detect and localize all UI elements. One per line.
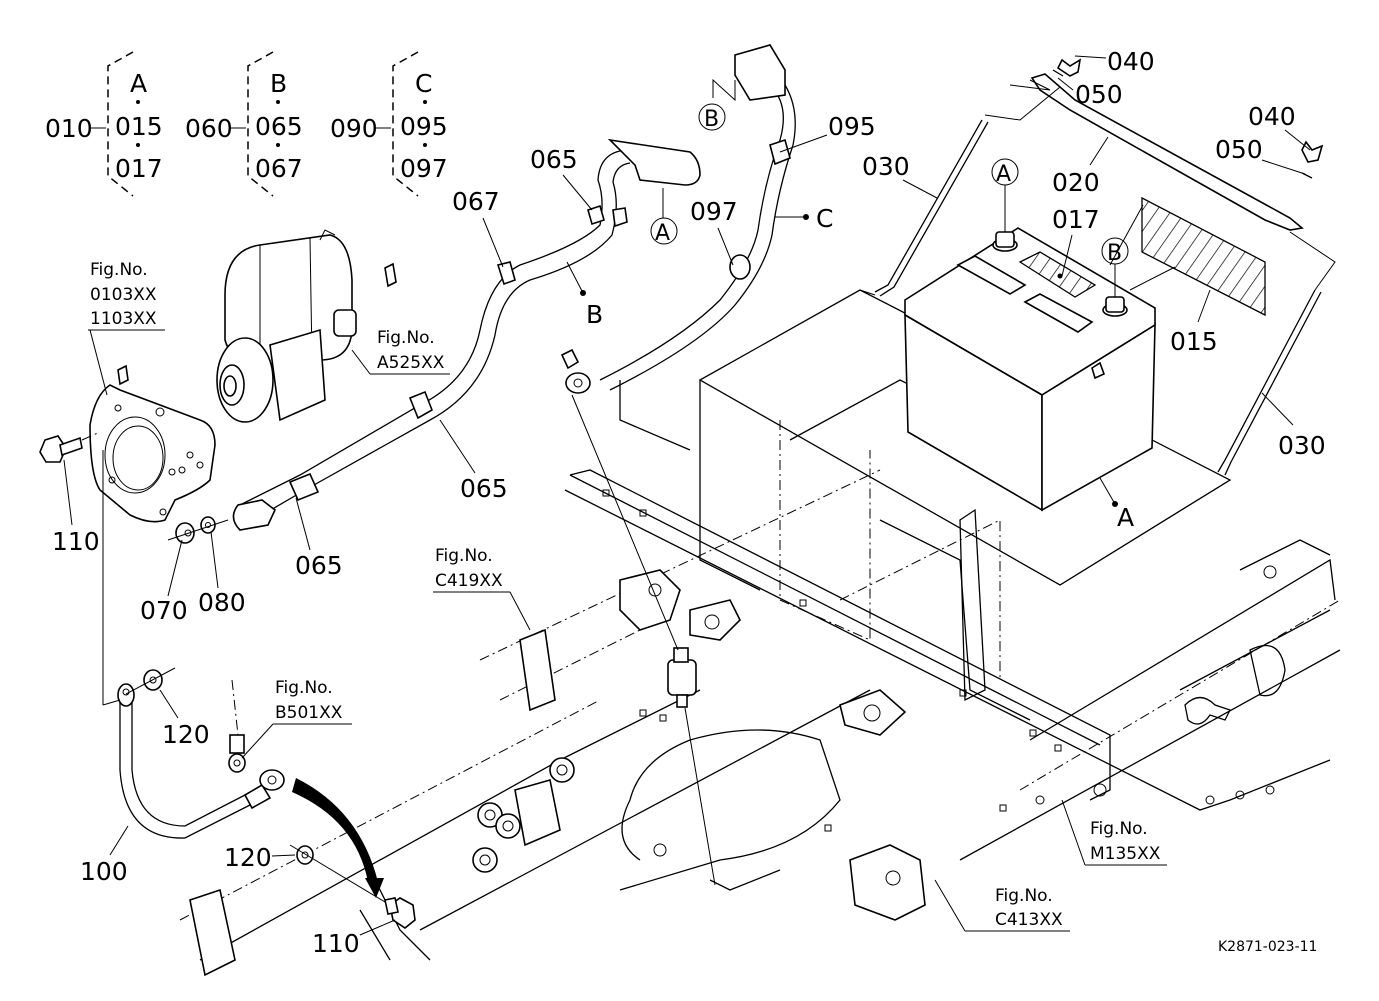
label-120-low: 120	[224, 843, 272, 872]
label-110-low: 110	[312, 929, 360, 958]
battery	[904, 227, 1156, 512]
svg-text:0103XX: 0103XX	[90, 285, 157, 305]
assembly-part: 067	[255, 154, 303, 183]
svg-text:M135XX: M135XX	[1090, 844, 1161, 864]
label-065-low: 065	[295, 551, 343, 580]
figure-references: Fig.No. 0103XX 1103XX Fig.No. A525XX Fig…	[88, 260, 1167, 932]
label-080: 080	[198, 588, 246, 617]
svg-text:Fig.No.: Fig.No.	[995, 886, 1053, 906]
letter-markers: A B B C A B A	[566, 103, 1134, 532]
svg-text:C419XX: C419XX	[435, 571, 503, 591]
label-015: 015	[1170, 327, 1218, 356]
dot-letter-c: C	[816, 204, 833, 233]
ground-cable-100	[117, 683, 285, 839]
svg-text:A525XX: A525XX	[377, 353, 445, 373]
label-017: 017	[1052, 205, 1100, 234]
battery-label-017	[1018, 251, 1097, 298]
label-095: 095	[828, 112, 876, 141]
assembly-letter: B	[270, 69, 287, 98]
bolt-110-left	[39, 435, 83, 463]
circled-letter-b-battery: B	[1107, 241, 1122, 266]
label-040-right: 040	[1248, 102, 1296, 131]
install-arrow-icon	[292, 778, 378, 882]
label-110-left: 110	[52, 527, 100, 556]
chassis-frame	[179, 289, 1341, 977]
svg-text:C413XX: C413XX	[995, 910, 1063, 930]
fuel-filter	[667, 647, 697, 708]
rod-030-left	[874, 119, 989, 297]
assembly-group-090: 090 C 095 097	[330, 51, 448, 197]
label-040-top: 040	[1107, 47, 1155, 76]
fig-ref-c413xx: Fig.No. C413XX	[934, 879, 1070, 932]
nut-070	[175, 522, 195, 544]
wiring-terminal	[228, 679, 246, 773]
assembly-part: 015	[115, 112, 163, 141]
label-070: 070	[140, 596, 188, 625]
label-065-top: 065	[530, 145, 578, 174]
fig-ref-c419xx: Fig.No. C419XX	[433, 546, 531, 631]
label-097: 097	[690, 197, 738, 226]
assembly-group-060: 060 B 065 067	[185, 51, 303, 197]
label-067: 067	[452, 187, 500, 216]
battery-cable-negative	[560, 44, 796, 394]
label-100: 100	[80, 857, 128, 886]
bolt-110-low	[384, 897, 416, 929]
circled-letter-a-battery: A	[996, 162, 1011, 187]
assembly-legend: 010 A 015 017 060 B 065 067 090 C	[45, 51, 448, 197]
fig-ref-m135xx: Fig.No. M135XX	[1061, 799, 1167, 866]
assembly-letter: C	[415, 69, 432, 98]
assembly-group-010: 010 A 015 017	[45, 51, 163, 197]
battery-cable-positive	[232, 138, 701, 531]
assembly-part: 095	[400, 112, 448, 141]
washer-080	[200, 516, 216, 534]
circled-letter-b: B	[704, 107, 719, 132]
label-050-top: 050	[1075, 80, 1123, 109]
fig-ref-b501xx: Fig.No. B501XX	[241, 678, 352, 759]
wing-nut-040	[1056, 58, 1082, 77]
assembly-number: 010	[45, 114, 93, 143]
frame-holes	[602, 489, 1275, 857]
dot-letter-a-battery: A	[1117, 503, 1134, 532]
label-120-top: 120	[162, 720, 210, 749]
fig-ref-a525xx: Fig.No. A525XX	[351, 328, 450, 375]
rubber-mounts	[472, 757, 575, 873]
starter-motor	[216, 229, 397, 423]
assembly-part: 065	[255, 112, 303, 141]
svg-text:Fig.No.: Fig.No.	[90, 260, 148, 280]
label-065-mid: 065	[460, 474, 508, 503]
svg-text:Fig.No.: Fig.No.	[435, 546, 493, 566]
assembly-part: 097	[400, 154, 448, 183]
label-020: 020	[1052, 168, 1100, 197]
fig-ref-0103xx: Fig.No. 0103XX 1103XX	[88, 260, 165, 396]
assembly-number: 060	[185, 114, 233, 143]
assembly-letter: A	[130, 69, 147, 98]
assembly-part: 017	[115, 154, 163, 183]
assembly-number: 090	[330, 114, 378, 143]
svg-text:B501XX: B501XX	[275, 703, 343, 723]
svg-text:Fig.No.: Fig.No.	[275, 678, 333, 698]
svg-text:1103XX: 1103XX	[90, 309, 157, 329]
circled-letter-a: A	[655, 221, 670, 246]
battery-label-015	[1141, 196, 1266, 317]
svg-text:Fig.No.: Fig.No.	[377, 328, 435, 348]
wing-nut-040	[1301, 140, 1324, 163]
dot-letter-b: B	[586, 300, 603, 329]
label-030-right: 030	[1278, 431, 1326, 460]
drawing-code: K2871-023-11	[1218, 939, 1317, 955]
part-labels: 065 067 095 097 030 020 017 015 040 050 …	[52, 47, 1326, 958]
label-030-left: 030	[862, 152, 910, 181]
label-050-right: 050	[1215, 135, 1263, 164]
nut-120-low	[296, 845, 314, 865]
mounting-plate	[89, 364, 216, 523]
svg-text:Fig.No.: Fig.No.	[1090, 819, 1148, 839]
rod-030-right	[1217, 289, 1322, 476]
